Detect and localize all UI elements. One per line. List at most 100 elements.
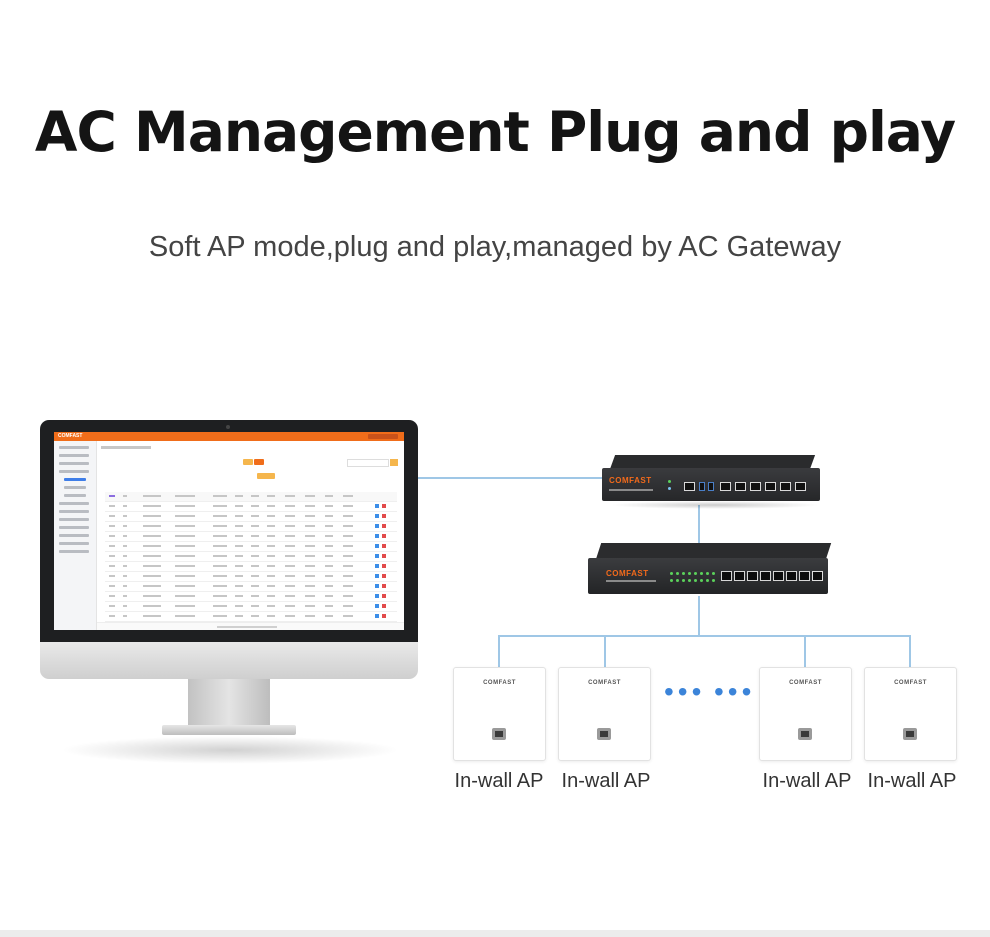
edit-icon <box>375 554 379 558</box>
app-table-cell <box>343 545 353 547</box>
app-table-cell <box>285 545 295 547</box>
app-table-cell <box>123 565 127 567</box>
monitor-shadow <box>60 736 400 764</box>
app-table-cell <box>213 545 227 547</box>
app-table-cell <box>213 555 227 557</box>
headline: AC Management Plug and play <box>34 100 956 164</box>
app-table-cell <box>123 595 127 597</box>
edit-icon <box>375 534 379 538</box>
app-table-cell <box>143 575 161 577</box>
edit-icon <box>375 614 379 618</box>
sidebar-item <box>59 534 89 537</box>
app-table-cell <box>143 595 161 597</box>
switch-front: COMFAST <box>588 558 828 594</box>
app-table-cell <box>175 535 195 537</box>
app-table-cell <box>343 575 353 577</box>
app-table-cell <box>343 535 353 537</box>
app-table-cell <box>143 545 161 547</box>
edit-icon <box>375 584 379 588</box>
switch-port <box>799 571 810 581</box>
app-tab <box>254 459 264 465</box>
switch-led <box>682 579 685 582</box>
monitor-stand <box>188 679 270 727</box>
switch-port <box>786 571 797 581</box>
ap-label-4: In-wall AP <box>867 770 957 792</box>
gateway-port <box>795 482 806 491</box>
app-table-cell <box>267 575 275 577</box>
switch-led <box>706 572 709 575</box>
app-table-cell <box>285 575 295 577</box>
edit-icon <box>375 514 379 518</box>
monitor-illustration: COMFAST <box>40 420 418 764</box>
app-table-cell <box>305 495 315 497</box>
ap-brand: COMFAST <box>588 680 621 686</box>
switch-led <box>700 572 703 575</box>
app-table-cell <box>325 605 333 607</box>
app-table-cell <box>305 575 315 577</box>
app-table-cell <box>235 545 243 547</box>
app-table-cell <box>213 585 227 587</box>
app-footer <box>97 622 404 630</box>
app-topbar: COMFAST <box>54 432 404 441</box>
app-table-cell <box>123 505 127 507</box>
app-table-cell <box>267 565 275 567</box>
gateway-brand: COMFAST <box>609 476 652 485</box>
app-table-cell <box>343 525 353 527</box>
app-table-cell <box>305 565 315 567</box>
app-table-cell <box>267 495 275 497</box>
app-table-cell <box>325 555 333 557</box>
gateway-port <box>780 482 791 491</box>
switch-led <box>712 572 715 575</box>
camera-dot <box>226 425 230 429</box>
sidebar-item <box>59 502 89 505</box>
app-table-row <box>105 582 397 592</box>
app-table-cell <box>251 525 259 527</box>
app-table-cell <box>235 585 243 587</box>
edit-icon <box>375 504 379 508</box>
app-table-cell <box>143 585 161 587</box>
app-table-cell <box>213 495 227 497</box>
app-table-cell <box>213 505 227 507</box>
app-table-cell <box>123 525 127 527</box>
sidebar-item <box>59 510 89 513</box>
switch-led <box>694 579 697 582</box>
ap-brand: COMFAST <box>483 680 516 686</box>
edit-icon <box>375 574 379 578</box>
app-table-cell <box>285 585 295 587</box>
app-table-cell <box>123 555 127 557</box>
app-table-cell <box>343 515 353 517</box>
app-table-cell <box>285 595 295 597</box>
app-main <box>97 441 404 630</box>
app-table-cell <box>123 575 127 577</box>
app-table-cell <box>267 535 275 537</box>
link-gateway-switch <box>698 505 700 545</box>
app-table-cell <box>251 555 259 557</box>
ap-brand: COMFAST <box>789 680 822 686</box>
delete-icon <box>382 614 386 618</box>
app-table-cell <box>325 615 333 617</box>
app-table-cell <box>175 595 195 597</box>
app-table-cell <box>343 555 353 557</box>
gateway-port <box>684 482 695 491</box>
gateway-shadow <box>610 501 820 509</box>
app-table-cell <box>143 565 161 567</box>
switch-port <box>721 571 732 581</box>
app-table-cell <box>109 595 115 597</box>
app-table-row <box>105 522 397 532</box>
in-wall-ap-4: COMFAST <box>864 667 957 761</box>
app-table-cell <box>109 545 115 547</box>
monitor-chin <box>40 642 418 679</box>
in-wall-ap-1: COMFAST <box>453 667 546 761</box>
app-table-cell <box>325 495 333 497</box>
ap-label-3: In-wall AP <box>762 770 852 792</box>
app-table-cell <box>267 555 275 557</box>
app-table-cell <box>109 565 115 567</box>
app-table-cell <box>285 605 295 607</box>
app-table-cell <box>305 515 315 517</box>
app-table-cell <box>235 595 243 597</box>
app-table-cell <box>213 565 227 567</box>
app-table-cell <box>305 605 315 607</box>
app-table-cell <box>143 495 161 497</box>
distribution-bus <box>498 635 910 637</box>
app-table-cell <box>143 555 161 557</box>
